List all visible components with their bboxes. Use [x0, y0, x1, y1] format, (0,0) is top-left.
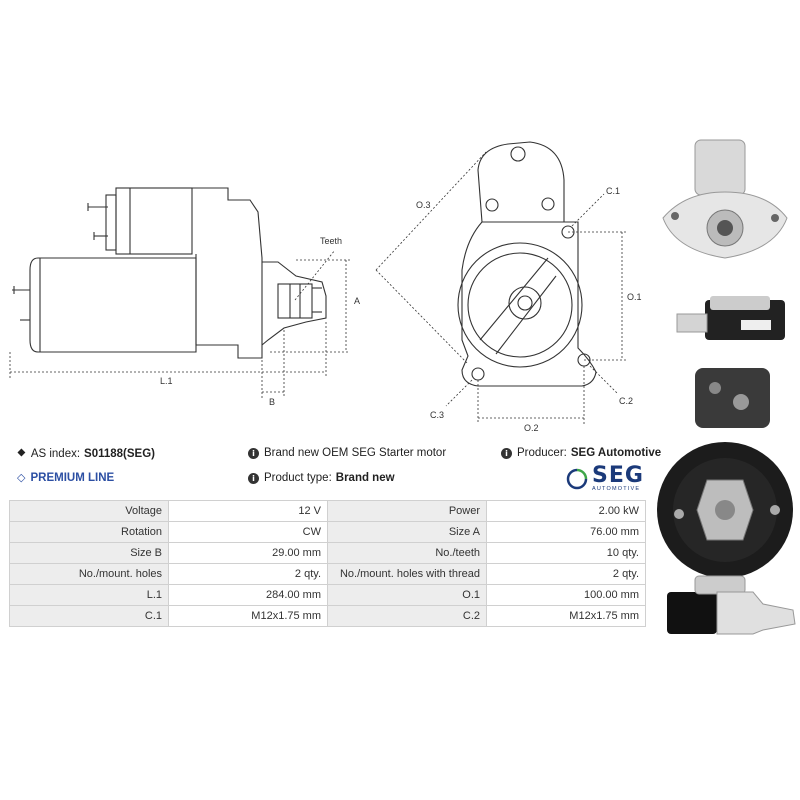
dim-c3-label: C.3	[430, 410, 444, 420]
photo-front-white	[662, 139, 788, 259]
spec-value: 76.00 mm	[486, 521, 646, 543]
spec-value: 29.00 mm	[168, 542, 328, 564]
spec-name: No./teeth	[327, 542, 487, 564]
dim-c2-label: C.2	[619, 396, 633, 406]
spec-value: 2 qty.	[486, 563, 646, 585]
spec-name: No./mount. holes with thread	[327, 563, 487, 585]
product-type-label: Product type:	[264, 472, 332, 484]
premium-line-badge: ◇ PREMIUM LINE	[17, 471, 114, 484]
dim-a-label: A	[354, 296, 360, 306]
spec-name: Rotation	[9, 521, 169, 543]
seg-logo-word: SEG	[592, 462, 644, 488]
dim-o3-label: O.3	[416, 200, 431, 210]
as-index: ⯁ AS index: S01188(SEG)	[17, 447, 155, 461]
producer-value: SEG Automotive	[570, 447, 662, 459]
side-view-dimensions	[9, 249, 350, 398]
spec-value: M12x1.75 mm	[486, 605, 646, 627]
producer-label: Producer:	[517, 447, 567, 459]
info-icon: i	[248, 447, 259, 459]
spec-value: CW	[168, 521, 328, 543]
dim-l1-label: L.1	[160, 376, 173, 386]
producer: i Producer: SEG Automotive	[501, 447, 661, 459]
product-type-value: Brand new	[335, 472, 395, 484]
spec-value: 10 qty.	[486, 542, 646, 564]
spec-name: C.2	[327, 605, 487, 627]
spec-name: L.1	[9, 584, 169, 606]
info-icon: i	[248, 472, 259, 484]
premium-line-text: PREMIUM LINE	[30, 471, 115, 484]
product-photos	[657, 139, 796, 635]
dim-b-label: B	[269, 397, 275, 407]
diamond-icon: ◇	[17, 471, 26, 484]
photo-side-large	[667, 575, 796, 635]
info-icon: i	[501, 447, 512, 459]
as-index-value: S01188(SEG)	[84, 448, 156, 460]
product-description: i Brand new OEM SEG Starter motor	[248, 447, 446, 459]
spec-value: 2 qty.	[168, 563, 328, 585]
spec-name: C.1	[9, 605, 169, 627]
front-view-drawing	[457, 141, 597, 387]
seg-automotive-logo: SEG AUTOMOTIVE	[565, 462, 649, 492]
spec-value: 284.00 mm	[168, 584, 328, 606]
spec-name: O.1	[327, 584, 487, 606]
spec-value: 12 V	[168, 500, 328, 522]
spec-name: No./mount. holes	[9, 563, 169, 585]
tag-icon: ⯁	[17, 447, 26, 460]
seg-logo-mark	[566, 468, 588, 490]
product-type: i Product type: Brand new	[248, 472, 395, 484]
seg-logo-sub: AUTOMOTIVE	[592, 485, 641, 492]
side-view-drawing	[12, 187, 327, 359]
spec-name: Voltage	[9, 500, 169, 522]
spec-value: M12x1.75 mm	[168, 605, 328, 627]
photo-rear-black	[657, 368, 793, 578]
description-text: Brand new OEM SEG Starter motor	[264, 447, 447, 459]
dim-o2-label: O.2	[524, 423, 539, 433]
photo-side-small	[676, 296, 785, 340]
spec-name: Size A	[327, 521, 487, 543]
dim-c1-label: C.1	[606, 186, 620, 196]
teeth-label: Teeth	[320, 236, 342, 246]
front-view-dimensions	[375, 151, 626, 424]
dim-o1-label: O.1	[627, 292, 642, 302]
spec-value: 100.00 mm	[486, 584, 646, 606]
spec-name: Size B	[9, 542, 169, 564]
spec-name: Power	[327, 500, 487, 522]
spec-value: 2.00 kW	[486, 500, 646, 522]
as-index-label: AS index:	[30, 448, 81, 460]
technical-drawing: Teeth A B L.1 O.3 O.1 O.2 C.1 C.2 C.3	[9, 141, 642, 433]
